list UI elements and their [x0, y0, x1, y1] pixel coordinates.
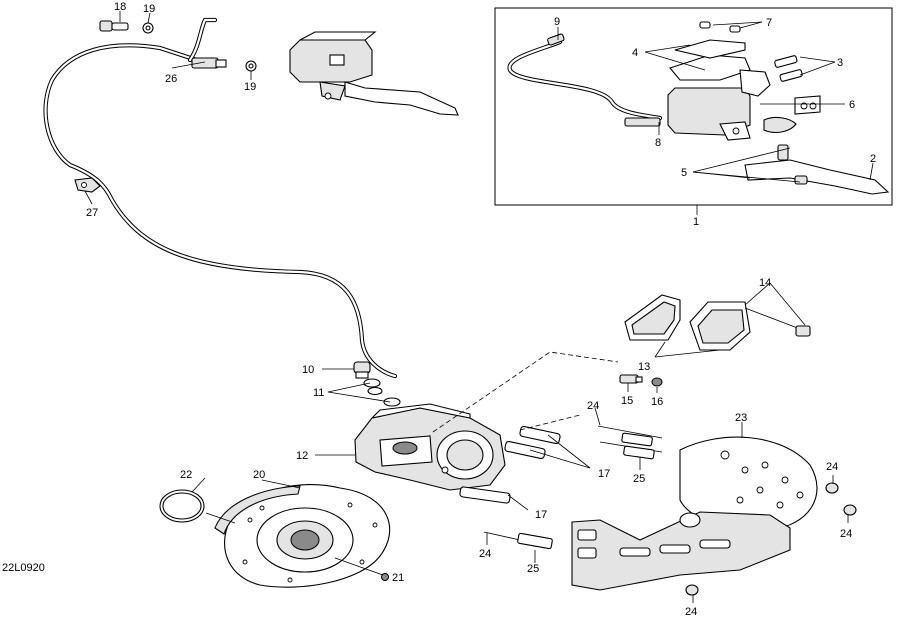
bleeder-screw-15	[619, 374, 643, 384]
brake-pads	[624, 294, 751, 351]
bolt-24-lower	[483, 531, 699, 596]
bleeder-fitting-10	[353, 361, 371, 379]
leader-lines	[84, 11, 849, 603]
callout-22: 22	[180, 469, 192, 481]
washers-11	[363, 378, 401, 407]
callout-17-upper: 17	[598, 468, 610, 480]
assembly-dashed-lines	[432, 351, 619, 433]
screw-21	[381, 573, 389, 581]
callout-2: 2	[870, 153, 876, 165]
callout-12: 12	[296, 450, 308, 462]
callout-6: 6	[849, 99, 855, 111]
callout-8: 8	[655, 137, 661, 149]
callout-9: 9	[554, 16, 560, 28]
callout-24-c: 24	[840, 528, 852, 540]
callout-25-b: 25	[527, 563, 539, 575]
callout-19-lower: 19	[244, 81, 256, 93]
callout-10: 10	[302, 364, 314, 376]
callout-18: 18	[114, 1, 126, 13]
callout-13: 13	[638, 361, 650, 373]
diagram-reference: 22L0920	[2, 562, 45, 574]
master-cylinder-assembly	[289, 31, 459, 116]
caliper-sleeves-17	[459, 425, 561, 504]
callout-15: 15	[621, 395, 633, 407]
hose-fitting-upper	[191, 57, 227, 69]
callout-11: 11	[313, 387, 324, 399]
callout-19-upper: 19	[143, 3, 155, 15]
callout-5: 5	[681, 167, 687, 179]
callout-7: 7	[766, 17, 772, 29]
inset-leader-lines	[557, 21, 874, 215]
o-ring-22	[159, 489, 205, 523]
bolts-24-upper	[597, 425, 663, 460]
pad-pins-14	[744, 307, 811, 337]
callout-24-d: 24	[479, 548, 491, 560]
callout-24-a: 24	[587, 400, 599, 412]
callout-21: 21	[392, 572, 404, 584]
brake-hose	[43, 17, 398, 379]
callout-27: 27	[86, 207, 98, 219]
banjo-bolt-18	[99, 20, 129, 32]
brake-disc	[214, 484, 391, 588]
callout-4: 4	[632, 47, 638, 59]
callout-3: 3	[837, 57, 843, 69]
bolts-24-right	[825, 482, 857, 516]
callout-24-b: 24	[826, 461, 838, 473]
washer-19-lower	[245, 60, 257, 72]
cap-16	[651, 377, 663, 387]
callout-23: 23	[735, 412, 747, 424]
callout-26: 26	[165, 73, 177, 85]
callout-24-e: 24	[685, 606, 697, 617]
callout-labels: 1 2 3 4 5 6 7 8 9 10 11 12 13 14 15 16 1…	[2, 1, 876, 617]
mounting-bracket	[571, 511, 791, 591]
callout-25-a: 25	[633, 473, 645, 485]
washer-19-upper	[142, 22, 154, 34]
callout-14: 14	[759, 277, 771, 289]
brake-caliper	[354, 403, 506, 491]
hose-clip-27	[74, 177, 101, 193]
inset-master-cylinder	[507, 21, 890, 195]
callout-20: 20	[253, 469, 265, 481]
inset-box	[494, 7, 893, 206]
callout-17-lower: 17	[535, 509, 547, 521]
callout-1: 1	[693, 216, 699, 228]
callout-16: 16	[651, 396, 663, 408]
